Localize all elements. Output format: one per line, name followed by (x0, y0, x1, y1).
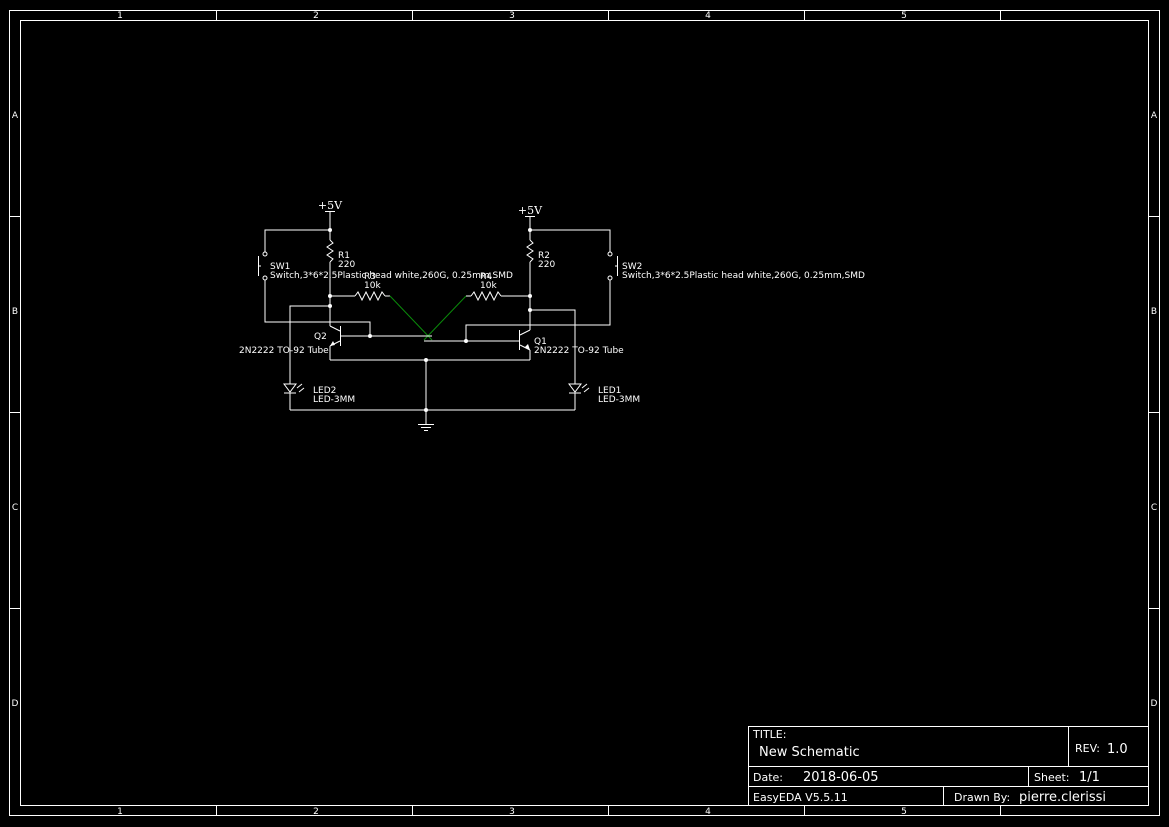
r2-ref: R2 (538, 251, 550, 261)
col-label-top: 3 (509, 11, 515, 21)
sw1-value: Switch,3*6*2.5Plastic head white,260G, 0… (270, 271, 513, 281)
date-label: Date: (753, 771, 783, 784)
date-value: 2018-06-05 (803, 770, 879, 785)
ground-symbol[interactable] (418, 410, 434, 431)
resistor-r2[interactable]: R2 220 (526, 230, 555, 296)
led2-ref: LED2 (313, 386, 336, 396)
resistor-r1[interactable]: R1 220 (326, 230, 355, 296)
col-label-bottom: 5 (901, 807, 907, 817)
sw1-ref: SW1 (270, 262, 290, 272)
r1-ref: R1 (338, 251, 350, 261)
col-label-bottom: 3 (509, 807, 515, 817)
r3-value: 10k (364, 281, 381, 291)
col-label-bottom: 1 (117, 807, 123, 817)
row-label-right: D (1151, 699, 1158, 709)
power-right[interactable]: +5V (518, 204, 543, 230)
r2-value: 220 (538, 260, 555, 270)
row-label-right: A (1151, 111, 1158, 121)
r4-value: 10k (480, 281, 497, 291)
row-label-right: B (1151, 307, 1157, 317)
row-label-left: B (12, 307, 18, 317)
col-label-top: 5 (901, 11, 907, 21)
power-left[interactable]: +5V (318, 199, 343, 230)
led1-value: LED-3MM (598, 395, 640, 405)
sw2-value: Switch,3*6*2.5Plastic head white,260G, 0… (622, 271, 865, 281)
col-label-bottom: 4 (705, 807, 711, 817)
row-label-left: D (12, 699, 19, 709)
q1-ref: Q1 (534, 337, 547, 347)
col-label-top: 1 (117, 11, 123, 21)
switch-sw2[interactable]: SW2 Switch,3*6*2.5Plastic head white,260… (607, 251, 865, 281)
title-label: TITLE: (752, 728, 786, 741)
resistor-r4[interactable]: R4 10k (470, 272, 530, 302)
power-label: +5V (518, 204, 543, 217)
circuit: +5V +5V SW1 Switch,3*6*2.5Plastic head w… (239, 199, 865, 431)
r4-ref: R4 (480, 272, 492, 282)
sheet-label: Sheet: (1034, 771, 1070, 784)
r3-ref: R3 (364, 272, 376, 282)
led2-value: LED-3MM (313, 395, 355, 405)
software-version: EasyEDA V5.5.11 (753, 791, 848, 804)
resistor-r3[interactable]: R3 10k (354, 272, 390, 302)
row-label-left: C (12, 503, 18, 513)
sheet-frame (9, 10, 1160, 816)
led1-ref: LED1 (598, 386, 621, 396)
switch-sw1[interactable]: SW1 Switch,3*6*2.5Plastic head white,260… (258, 251, 513, 281)
zone-labels: 1 2 3 4 5 1 2 3 4 5 A B C D A B C D (12, 11, 1158, 817)
transistor-q1[interactable]: Q1 2N2222 TO-92 Tube (424, 310, 624, 360)
col-label-bottom: 2 (313, 807, 319, 817)
schematic-title: New Schematic (759, 745, 860, 760)
q1-value: 2N2222 TO-92 Tube (534, 346, 624, 356)
sheet-value: 1/1 (1079, 770, 1100, 785)
sw2-ref: SW2 (622, 262, 642, 272)
q2-ref: Q2 (314, 332, 327, 342)
led-led1[interactable]: LED1 LED-3MM (568, 383, 640, 410)
transistor-q2[interactable]: Q2 2N2222 TO-92 Tube (239, 306, 432, 360)
junction-dots (328, 228, 532, 412)
title-block: TITLE: New Schematic REV: 1.0 Date: 2018… (748, 726, 1149, 806)
rev-value: 1.0 (1107, 742, 1128, 757)
drawn-by-label: Drawn By: (954, 791, 1010, 804)
row-label-left: A (12, 111, 19, 121)
col-label-top: 2 (313, 11, 319, 21)
led-led2[interactable]: LED2 LED-3MM (283, 383, 355, 410)
row-label-right: C (1151, 503, 1157, 513)
drawn-by-value: pierre.clerissi (1019, 790, 1106, 805)
rev-label: REV: (1075, 742, 1100, 755)
q2-value: 2N2222 TO-92 Tube (239, 346, 329, 356)
r1-value: 220 (338, 260, 355, 270)
power-label: +5V (318, 199, 343, 212)
col-label-top: 4 (705, 11, 711, 21)
